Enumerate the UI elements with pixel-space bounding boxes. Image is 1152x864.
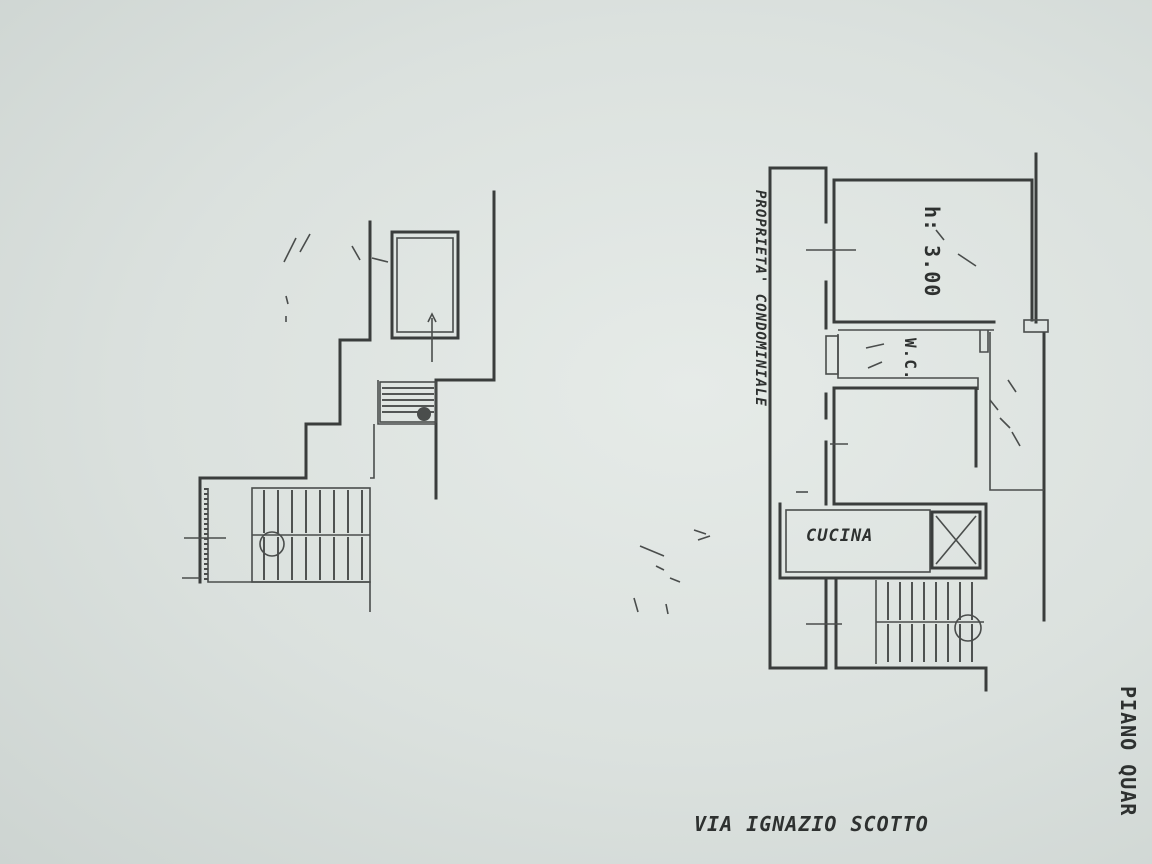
label-proprieta-condominiale: PROPRIETA' CONDOMINIALE — [752, 190, 768, 407]
small-stair — [379, 381, 437, 423]
label-street-name: VIA IGNAZIO SCOTTO — [694, 812, 929, 836]
label-ceiling-height: h: 3.00 — [920, 206, 944, 298]
label-cucina: CUCINA — [806, 526, 874, 546]
main-stair-left — [251, 487, 371, 583]
left-plan — [182, 190, 496, 612]
label-wc: W.C. — [901, 338, 920, 381]
label-floor-level: PIANO QUAR — [1116, 686, 1140, 817]
right-plan — [633, 152, 1049, 692]
main-stair-right — [824, 576, 988, 692]
